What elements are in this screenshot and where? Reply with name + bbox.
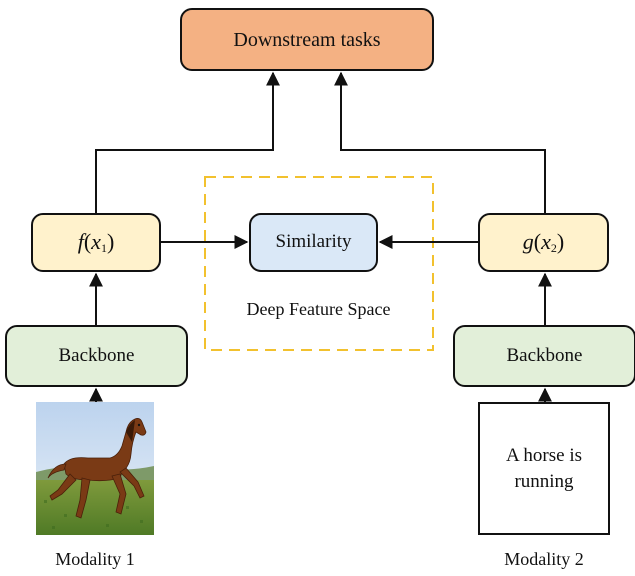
deep-feature-space-label: Deep Feature Space xyxy=(246,299,391,319)
f-argument-symbol: x xyxy=(91,229,101,255)
downstream-tasks-label: Downstream tasks xyxy=(233,28,381,51)
arrow-g-to-downstream xyxy=(334,71,546,213)
downstream-tasks-box: Downstream tasks xyxy=(180,8,434,71)
modality-2-label: Modality 2 xyxy=(504,549,584,569)
similarity-label: Similarity xyxy=(275,231,352,253)
similarity-box: Similarity xyxy=(249,213,378,272)
text-input-label: A horse is running xyxy=(506,444,582,492)
g-feature-box: g(x2) xyxy=(478,213,609,272)
g-function-symbol: g xyxy=(522,229,534,255)
f-function-symbol: f xyxy=(77,229,84,255)
backbone-left-box: Backbone xyxy=(5,325,188,387)
modality-1-label: Modality 1 xyxy=(55,549,135,569)
f-feature-box: f(x1) xyxy=(31,213,161,272)
g-expression: g(x2) xyxy=(522,229,565,256)
arrow-f-to-downstream xyxy=(95,71,280,213)
text-input-box: A horse is running xyxy=(478,402,610,535)
backbone-left-label: Backbone xyxy=(58,344,135,366)
g-argument-subscript: 2 xyxy=(550,241,557,256)
g-argument-symbol: x xyxy=(541,229,551,255)
f-argument-subscript: 1 xyxy=(100,241,107,256)
backbone-right-label: Backbone xyxy=(506,344,583,366)
deep-feature-space-region xyxy=(204,176,434,351)
backbone-right-box: Backbone xyxy=(453,325,635,387)
horse-image xyxy=(36,402,154,535)
f-expression: f(x1) xyxy=(77,229,115,256)
